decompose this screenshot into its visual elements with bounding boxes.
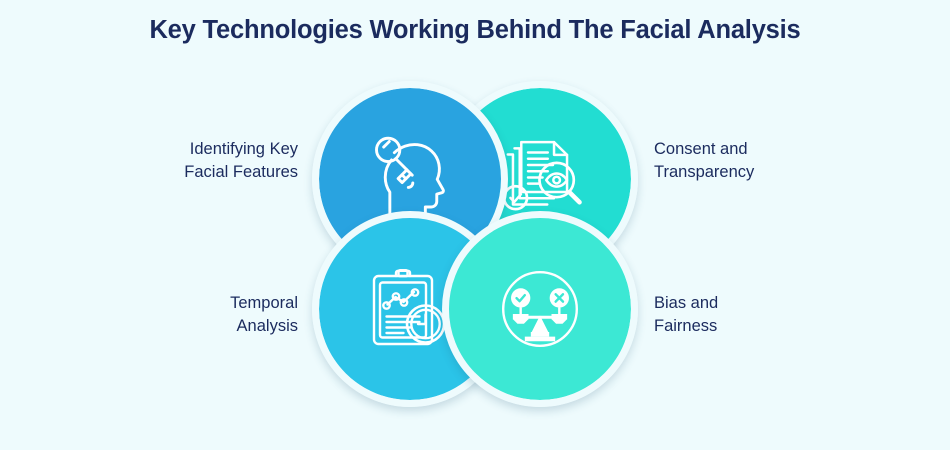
label-line-1: Identifying Key	[189, 140, 298, 158]
clipboard-chart-clock-icon	[372, 268, 446, 346]
label-bias-and-fairness: Bias and Fairness	[654, 292, 884, 339]
label-line-2: Analysis	[236, 317, 298, 336]
head-profile-key-icon	[375, 136, 445, 217]
label-line-2: Transparency	[654, 163, 755, 182]
circle-bias-and-fairness[interactable]	[442, 211, 638, 407]
circles-diagram	[0, 70, 950, 430]
documents-magnifier-eye-icon	[502, 140, 582, 211]
label-line-2: Facial Features	[184, 163, 298, 182]
label-line-1: Bias and	[654, 294, 719, 312]
label-line-1: Consent and	[654, 140, 748, 158]
balance-scale-check-cross-icon	[502, 271, 578, 347]
label-temporal-analysis: Temporal Analysis	[68, 292, 298, 339]
page-title: Key Technologies Working Behind The Faci…	[149, 16, 801, 44]
label-line-2: Fairness	[654, 317, 718, 336]
label-line-1: Temporal	[230, 294, 298, 312]
label-identifying-key-facial-features: Identifying Key Facial Features	[68, 138, 298, 185]
label-consent-and-transparency: Consent and Transparency	[654, 138, 884, 185]
